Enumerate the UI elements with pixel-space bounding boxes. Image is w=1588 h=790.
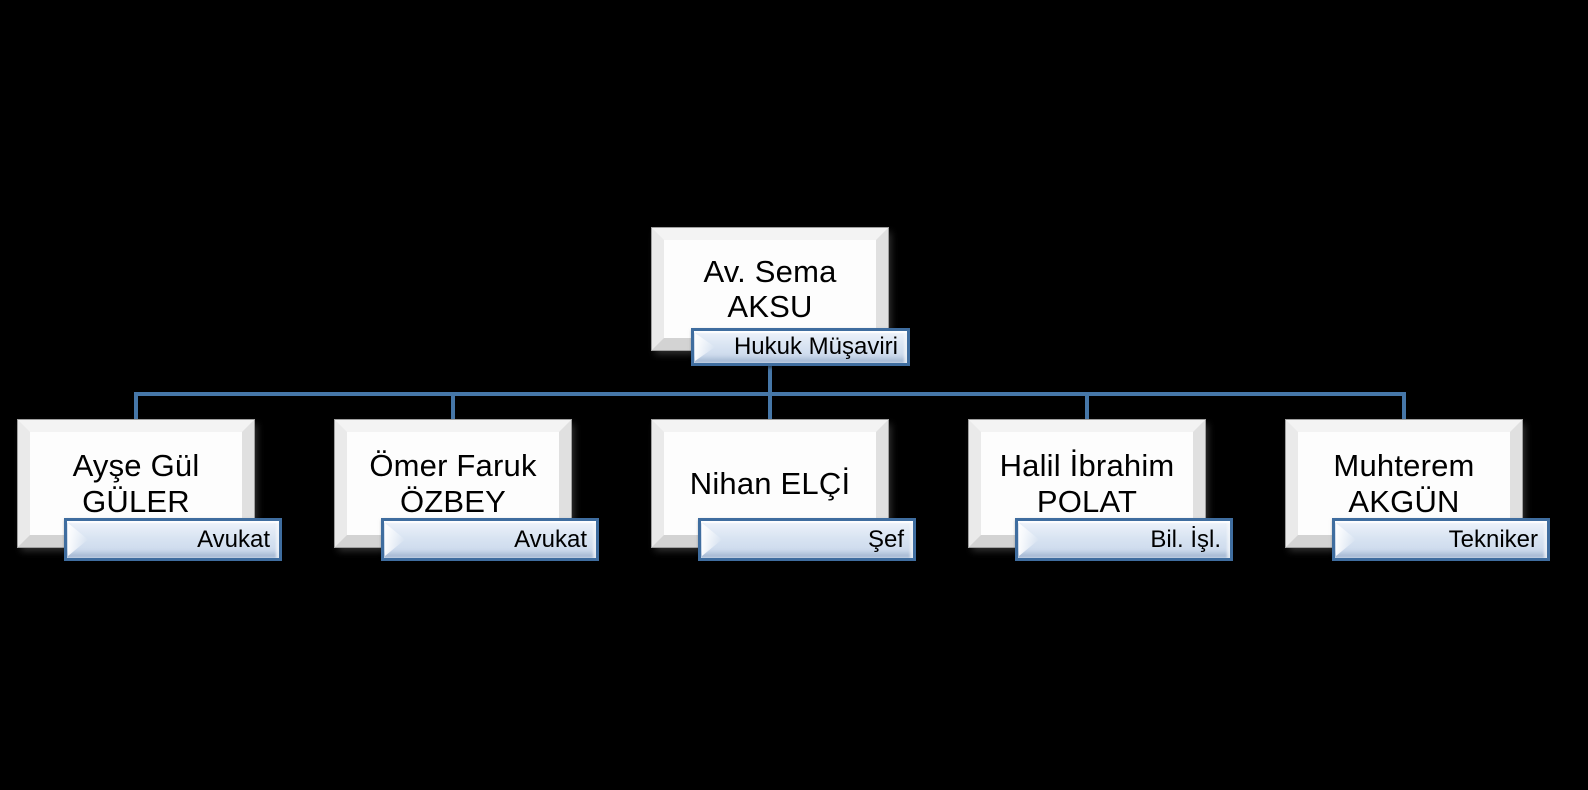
org-node-1: Ayşe Gül GÜLER Avukat [18, 420, 282, 561]
person-name: Nihan ELÇİ [689, 465, 851, 501]
person-name: Halil İbrahim POLAT [999, 448, 1175, 519]
connector-drop-3 [768, 392, 772, 422]
title-badge: Hukuk Müşaviri [691, 328, 910, 366]
person-name: Muhterem AKGÜN [1333, 448, 1475, 519]
title-badge: Avukat [381, 518, 599, 561]
org-node-root: Av. Sema AKSU Hukuk Müşaviri [652, 228, 910, 366]
connector-drop-2 [451, 392, 455, 422]
org-node-4: Halil İbrahim POLAT Bil. İşl. [969, 420, 1233, 561]
org-node-5: Muhterem AKGÜN Tekniker [1286, 420, 1550, 561]
person-title: Hukuk Müşaviri [733, 333, 898, 360]
title-badge: Bil. İşl. [1015, 518, 1233, 561]
person-title: Şef [867, 525, 904, 553]
org-node-3: Nihan ELÇİ Şef [652, 420, 916, 561]
name-box: Av. Sema AKSU [652, 228, 888, 350]
person-name: Ayşe Gül GÜLER [72, 448, 200, 519]
org-node-2: Ömer Faruk ÖZBEY Avukat [335, 420, 599, 561]
person-name: Ömer Faruk ÖZBEY [369, 448, 537, 519]
connector-drop-4 [1085, 392, 1089, 422]
title-badge: Avukat [64, 518, 282, 561]
title-badge: Şef [698, 518, 916, 561]
person-name: Av. Sema AKSU [703, 253, 837, 324]
connector-drop-1 [134, 392, 138, 422]
person-title: Bil. İşl. [1150, 525, 1221, 553]
person-title: Avukat [514, 525, 587, 553]
person-title: Avukat [197, 525, 270, 553]
connector-root-stem [768, 363, 772, 396]
name-box: Halil İbrahim POLAT [969, 420, 1205, 547]
title-badge: Tekniker [1332, 518, 1550, 561]
person-title: Tekniker [1448, 525, 1538, 553]
connector-drop-5 [1402, 392, 1406, 422]
